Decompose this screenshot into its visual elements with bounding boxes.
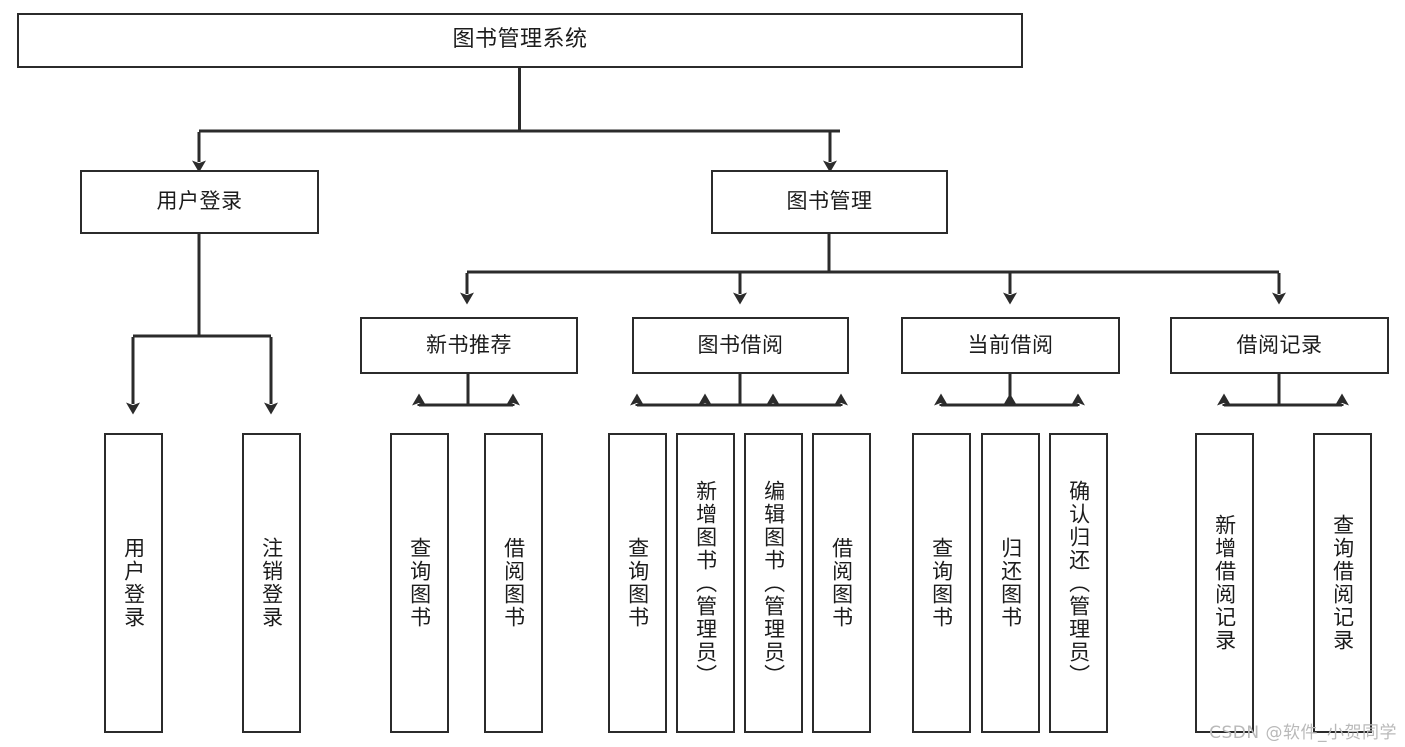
leaf-return-book[interactable]: 归还图书 [981,433,1040,733]
leaf-label: 查询图书 [929,537,954,629]
leaf-query-borrow-record[interactable]: 查询借阅记录 [1313,433,1372,733]
node-borrow-records[interactable]: 借阅记录 [1170,317,1389,374]
leaf-borrow-book[interactable]: 借阅图书 [812,433,871,733]
leaf-edit-book-admin[interactable]: 编辑图书（管理员） [744,433,803,733]
node-current-borrow[interactable]: 当前借阅 [901,317,1120,374]
leaf-query-book-borrow[interactable]: 查询图书 [608,433,667,733]
leaf-label: 确认归还（管理员） [1066,479,1091,687]
leaf-label: 注销登录 [259,537,284,629]
leaf-label: 归还图书 [998,537,1023,629]
leaf-query-book-current[interactable]: 查询图书 [912,433,971,733]
leaf-label: 新增借阅记录 [1212,514,1237,652]
leaf-label: 借阅图书 [829,537,854,629]
leaf-label: 查询图书 [407,537,432,629]
node-root[interactable]: 图书管理系统 [17,13,1023,68]
leaf-label: 编辑图书（管理员） [761,479,786,687]
leaf-add-book-admin[interactable]: 新增图书（管理员） [676,433,735,733]
leaf-borrow-book-recommend[interactable]: 借阅图书 [484,433,543,733]
node-new-book-recommend[interactable]: 新书推荐 [360,317,578,374]
leaf-label: 用户登录 [121,537,146,629]
leaf-confirm-return-admin[interactable]: 确认归还（管理员） [1049,433,1108,733]
node-book-borrow[interactable]: 图书借阅 [632,317,849,374]
watermark-text: CSDN @软件_小贺同学 [1209,723,1397,743]
leaf-user-login[interactable]: 用户登录 [104,433,163,733]
node-user-login[interactable]: 用户登录 [80,170,319,234]
leaf-label: 借阅图书 [501,537,526,629]
leaf-query-book-recommend[interactable]: 查询图书 [390,433,449,733]
leaf-add-borrow-record[interactable]: 新增借阅记录 [1195,433,1254,733]
leaf-label: 查询图书 [625,537,650,629]
leaf-label: 查询借阅记录 [1330,514,1355,652]
leaf-label: 新增图书（管理员） [693,479,718,687]
leaf-logout[interactable]: 注销登录 [242,433,301,733]
node-book-management[interactable]: 图书管理 [711,170,948,234]
